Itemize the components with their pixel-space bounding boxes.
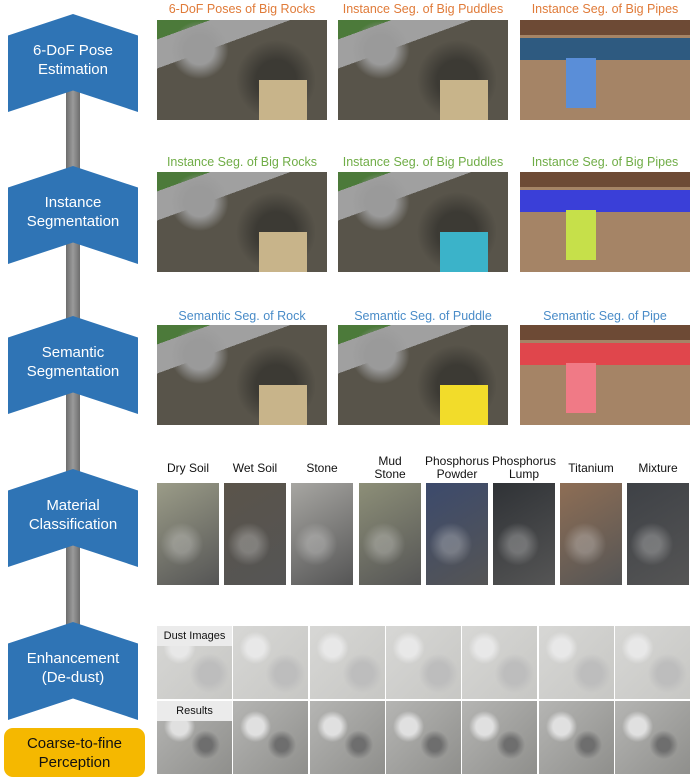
panel-image <box>338 20 508 120</box>
stage-label: Instance <box>44 194 102 211</box>
material-label: Mixture <box>623 462 693 475</box>
panel-title: Semantic Seg. of Pipe <box>543 309 667 323</box>
panel-image <box>520 325 690 425</box>
material-label-line: Lump <box>508 467 540 481</box>
stage-label: Semantic <box>41 344 105 361</box>
panel-image <box>520 172 690 272</box>
material-sample <box>627 483 689 585</box>
material-label-line: Powder <box>436 467 478 481</box>
dust-image: Dust Images <box>157 626 232 699</box>
stage-label: (De-dust) <box>41 669 105 686</box>
panel-title: 6-DoF Poses of Big Rocks <box>168 2 316 16</box>
footer-label: Perception <box>38 753 111 771</box>
result-image <box>538 701 614 774</box>
dust-image <box>462 626 538 699</box>
material-label-line: Mud <box>378 454 402 468</box>
dust-image <box>538 626 614 699</box>
stage-label: Segmentation <box>26 363 120 380</box>
material-label: Stone <box>287 462 357 475</box>
panel-image <box>157 20 327 120</box>
panel-image <box>520 20 690 120</box>
puddle-region <box>440 232 488 272</box>
stage-label: Segmentation <box>26 213 120 230</box>
pipe-branch <box>565 363 597 413</box>
material-sample <box>157 483 219 585</box>
footer-label: Coarse-to-fine <box>26 734 123 752</box>
material-sample <box>560 483 622 585</box>
material-label: Dry Soil <box>153 462 223 475</box>
results-label: Results <box>157 701 232 721</box>
stage-label: 6-DoF Pose <box>32 42 114 59</box>
panel-image <box>157 325 327 425</box>
panel-image <box>338 172 508 272</box>
result-image <box>309 701 385 774</box>
dust-images-label: Dust Images <box>157 626 232 646</box>
pipe-region <box>520 343 690 365</box>
material-label-line: Phosphorus <box>491 454 557 468</box>
pipe-region <box>520 38 690 60</box>
dust-image <box>614 626 690 699</box>
result-image <box>385 701 461 774</box>
puddle-region <box>259 232 307 272</box>
material-sample <box>493 483 555 585</box>
puddle-region <box>259 385 307 425</box>
material-label-line: Stone <box>306 461 338 475</box>
dust-image <box>309 626 385 699</box>
panel-image <box>338 325 508 425</box>
panel-title: Instance Seg. of Big Pipes <box>531 2 679 16</box>
panel-title: Semantic Seg. of Rock <box>178 309 306 323</box>
stage-enhancement: Enhancement (De-dust) <box>8 622 138 720</box>
material-label-line: Wet Soil <box>232 461 278 475</box>
pipe-branch <box>565 58 597 108</box>
dust-image <box>385 626 461 699</box>
panel-title: Instance Seg. of Big Pipes <box>531 155 679 169</box>
stage-label: Enhancement <box>26 650 120 667</box>
result-image <box>614 701 690 774</box>
pipe-region <box>520 190 690 212</box>
material-label-line: Stone <box>374 467 406 481</box>
panel-title: Instance Seg. of Big Puddles <box>342 2 504 16</box>
panel-title: Instance Seg. of Big Rocks <box>166 155 318 169</box>
material-label-line: Titanium <box>568 461 614 475</box>
material-sample <box>426 483 488 585</box>
material-sample <box>291 483 353 585</box>
material-label: Wet Soil <box>220 462 290 475</box>
panel-title: Semantic Seg. of Puddle <box>354 309 492 323</box>
material-label-line: Mixture <box>638 461 678 475</box>
dust-image <box>233 626 309 699</box>
stage-label: Material <box>46 497 100 514</box>
stage-label: Classification <box>28 516 118 533</box>
puddle-region <box>440 385 488 425</box>
material-label: Titanium <box>556 462 626 475</box>
material-sample <box>359 483 421 585</box>
material-label-line: Phosphorus <box>424 454 490 468</box>
result-image: Results <box>157 701 232 774</box>
pipe-branch <box>565 210 597 260</box>
material-label-line: Dry Soil <box>166 461 209 475</box>
result-image <box>462 701 538 774</box>
material-sample <box>224 483 286 585</box>
stage-label: Estimation <box>37 61 108 78</box>
result-image <box>233 701 309 774</box>
panel-image <box>157 172 327 272</box>
puddle-region <box>440 80 488 120</box>
panel-title: Instance Seg. of Big Puddles <box>342 155 504 169</box>
puddle-region <box>259 80 307 120</box>
